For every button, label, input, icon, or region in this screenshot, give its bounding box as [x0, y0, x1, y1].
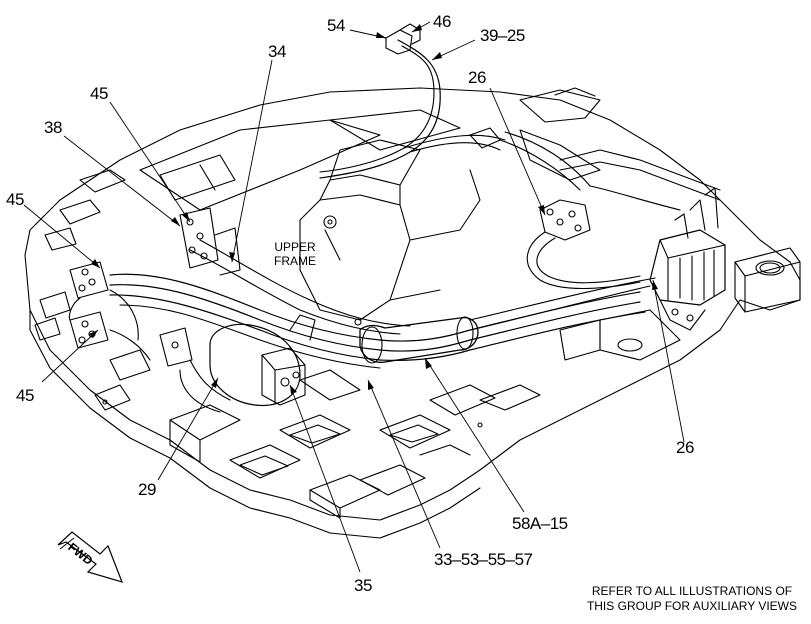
fwd-arrow-shape: [57, 531, 124, 583]
frame-outline: [24, 87, 801, 521]
upper-frame-line2: FRAME: [274, 254, 316, 268]
leader-45-bottom: [41, 329, 99, 383]
leader-35: [289, 384, 361, 573]
callout-54: 54: [327, 16, 345, 35]
callout-35: 35: [354, 576, 372, 595]
auxiliary-views-note: REFER TO ALL ILLUSTRATIONS OF THIS GROUP…: [587, 584, 797, 614]
leader-38: [63, 135, 181, 227]
note-line1: REFER TO ALL ILLUSTRATIONS OF: [591, 584, 793, 598]
callout-39-25: 39–25: [480, 26, 525, 45]
callout-26-top: 26: [468, 68, 486, 87]
callout-45-left: 45: [6, 190, 24, 209]
callout-45-bottom: 45: [16, 386, 34, 405]
leader-34: [231, 59, 273, 263]
leader-45-left: [23, 204, 101, 269]
upper-frame-line1: UPPER: [274, 240, 316, 254]
callout-58a-15: 58A–15: [512, 514, 568, 533]
callout-33-53-55-57: 33–53–55–57: [434, 550, 533, 569]
callout-46: 46: [433, 12, 451, 31]
leader-26-right: [652, 279, 685, 443]
callout-45-top: 45: [90, 84, 108, 103]
leader-26-top: [489, 87, 546, 216]
callout-34: 34: [268, 42, 286, 61]
callout-29: 29: [138, 480, 156, 499]
leader-58a-15: [424, 357, 525, 513]
callout-38: 38: [44, 118, 62, 137]
note-line2: THIS GROUP FOR AUXILIARY VIEWS: [586, 599, 797, 613]
leader-45-top: [109, 101, 191, 223]
leader-29: [157, 377, 219, 481]
leader-33: [367, 379, 441, 549]
upper-frame-label: UPPER FRAME: [274, 240, 316, 268]
callout-26-right: 26: [676, 438, 694, 457]
